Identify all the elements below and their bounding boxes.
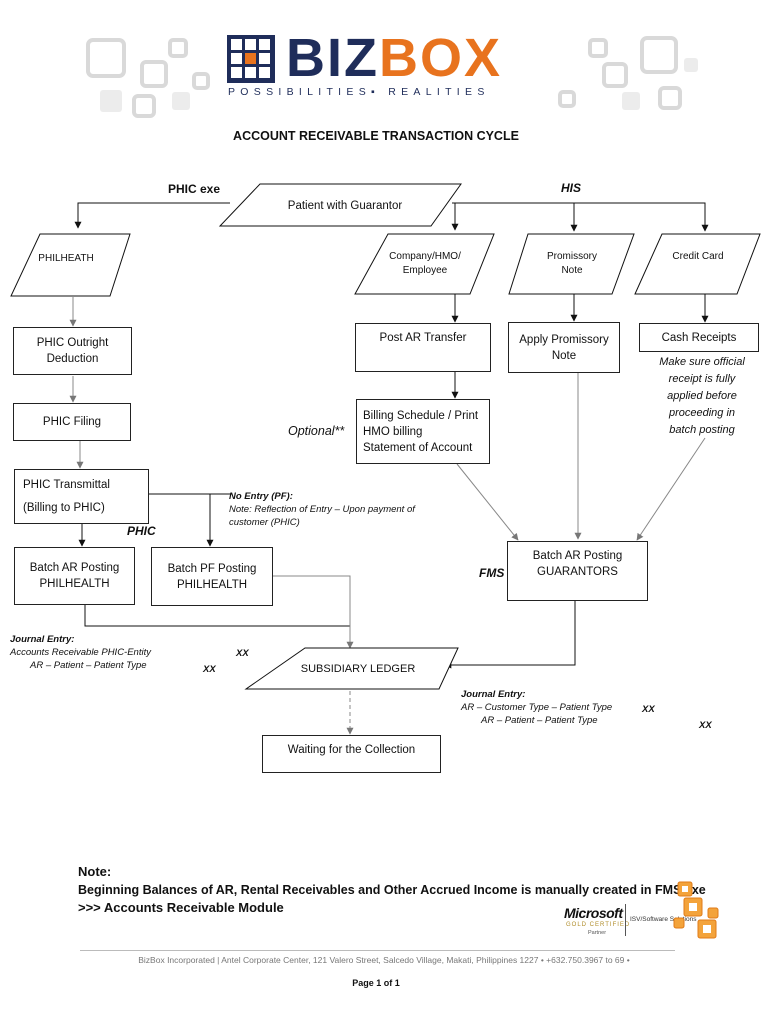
bizbox-logo-grid-icon <box>227 35 275 83</box>
node-phic-outright-line2: Deduction <box>46 353 99 365</box>
company-hmo-shape <box>354 233 495 295</box>
node-promissory-note: Promissory Note <box>520 244 624 284</box>
philheath-shape <box>10 233 131 297</box>
node-batch-pf-phil-line2: PHILHEALTH <box>176 578 248 591</box>
label-fms: FMS <box>479 566 505 580</box>
logo-text-biz: BIZ <box>286 28 379 88</box>
journal-right-line1-value: XX <box>642 704 655 715</box>
bizbox-logo: BIZBOX POSSIBILITIES▪ REALITIES <box>226 28 526 100</box>
journal-left-title: Journal Entry: <box>10 634 75 645</box>
node-phic-transmittal-line1: PHIC Transmittal <box>23 479 110 492</box>
node-promissory-line2: Note <box>561 265 583 276</box>
page-number: Page 1 of 1 <box>352 978 400 988</box>
promissory-shape <box>508 233 635 295</box>
journal-right-line2-value: XX <box>699 720 712 731</box>
gold-certified-text: GOLD CERTIFIED <box>566 922 631 928</box>
node-apply-promissory-note: Apply Promissory Note <box>508 322 620 373</box>
node-billing-line1: Billing Schedule / Print <box>363 409 479 422</box>
no-entry-title: No Entry (PF): <box>229 491 293 502</box>
partner-text: Partner <box>588 930 607 936</box>
subsidiary-ledger-shape <box>244 647 459 690</box>
journal-right-title: Journal Entry: <box>461 689 526 700</box>
node-batch-ar-guar-line1: Batch AR Posting <box>532 550 623 562</box>
bottom-note-title: Note: <box>78 864 112 879</box>
no-entry-line2: customer (PHIC) <box>229 517 300 528</box>
microsoft-partner-badge: Microsoft GOLD CERTIFIED Partner ISV/Sof… <box>562 904 732 944</box>
node-cash-receipts: Cash Receipts <box>639 323 759 352</box>
label-his: HIS <box>561 181 582 195</box>
patient-guarantor-shape <box>218 183 462 227</box>
label-phic: PHIC <box>127 524 156 538</box>
orange-squares-icon <box>673 881 719 939</box>
no-entry-note: No Entry (PF): Note: Reflection of Entry… <box>229 490 469 529</box>
node-billing-line2: HMO billing <box>363 425 423 438</box>
journal-left-line2-value: XX <box>203 664 216 675</box>
isv-solutions-text: ISV/Software Solutions <box>630 916 697 923</box>
node-phic-transmittal-line2: (Billing to PHIC) <box>23 501 105 514</box>
node-phic-outright-deduction: PHIC Outright Deduction <box>13 327 132 375</box>
logo-tagline: POSSIBILITIES▪ REALITIES <box>228 86 490 98</box>
microsoft-wordmark: Microsoft <box>564 905 623 921</box>
journal-entry-right: Journal Entry: AR – Customer Type – Pati… <box>461 688 721 734</box>
credit-card-shape <box>634 233 761 295</box>
official-receipt-line4: proceeding in <box>668 407 736 419</box>
node-philheath: PHILHEATH <box>38 253 94 264</box>
bottom-note-line1: Beginning Balances of AR, Rental Receiva… <box>78 883 706 897</box>
node-batch-pf-philhealth: Batch PF Posting PHILHEALTH <box>151 547 273 606</box>
journal-left-line2: AR – Patient – Patient Type <box>30 660 147 671</box>
node-company-hmo: Company/HMO/ Employee <box>370 244 480 284</box>
node-billing-line3: Statement of Account <box>363 441 473 454</box>
node-batch-ar-guar-line2: GUARANTORS <box>537 566 618 578</box>
node-post-ar-transfer: Post AR Transfer <box>355 323 491 372</box>
no-entry-line1: Note: Reflection of Entry – Upon payment… <box>229 504 415 515</box>
logo-text-box: BOX <box>379 28 503 88</box>
footer-address: BizBox Incorporated | Antel Corporate Ce… <box>138 955 630 965</box>
official-receipt-line2: receipt is fully <box>668 373 736 385</box>
journal-right-line2: AR – Patient – Patient Type <box>481 715 598 726</box>
footer-divider <box>80 950 675 951</box>
node-credit-card: Credit Card <box>672 251 724 262</box>
page-title: ACCOUNT RECEIVABLE TRANSACTION CYCLE <box>233 129 519 143</box>
node-billing-schedule: Billing Schedule / Print HMO billing Sta… <box>356 399 490 464</box>
node-phic-filing: PHIC Filing <box>13 403 131 441</box>
official-receipt-line5: batch posting <box>669 424 735 436</box>
node-promissory-line1: Promissory <box>546 251 597 262</box>
official-receipt-note: Make sure official receipt is fully appl… <box>640 354 764 439</box>
node-phic-transmittal: PHIC Transmittal (Billing to PHIC) <box>14 469 149 524</box>
bottom-note: Note: Beginning Balances of AR, Rental R… <box>78 863 706 917</box>
node-subsidiary-ledger: SUBSIDIARY LEDGER <box>300 663 416 675</box>
node-batch-ar-phil-line1: Batch AR Posting <box>29 562 120 574</box>
header-banner-background <box>86 36 698 118</box>
node-company-hmo-line2: Employee <box>402 265 448 276</box>
official-receipt-line1: Make sure official <box>659 356 745 368</box>
label-phic-exe: PHIC exe <box>168 182 221 196</box>
node-company-hmo-line1: Company/HMO/ <box>389 251 461 262</box>
node-waiting-collection: Waiting for the Collection <box>262 735 441 773</box>
node-apply-promissory-line1: Apply Promissory <box>519 333 609 346</box>
journal-left-line1: Accounts Receivable PHIC-Entity <box>10 647 151 658</box>
node-batch-pf-phil-line1: Batch PF Posting <box>167 562 257 575</box>
node-patient-guarantor: Patient with Guarantor <box>287 200 403 212</box>
bottom-note-line2: >>> Accounts Receivable Module <box>78 900 284 915</box>
node-batch-ar-guarantors: Batch AR Posting GUARANTORS <box>507 541 648 601</box>
journal-entry-left: Journal Entry: Accounts Receivable PHIC-… <box>10 633 270 679</box>
node-batch-ar-phil-line2: PHILHEALTH <box>39 578 110 590</box>
label-optional: Optional** <box>288 424 345 438</box>
node-apply-promissory-line2: Note <box>551 349 577 362</box>
journal-left-line1-value: XX <box>236 648 249 659</box>
node-phic-outright-line1: PHIC Outright <box>36 337 109 349</box>
node-batch-ar-philhealth: Batch AR Posting PHILHEALTH <box>14 547 135 605</box>
official-receipt-line3: applied before <box>667 390 737 402</box>
journal-right-line1: AR – Customer Type – Patient Type <box>461 702 613 713</box>
